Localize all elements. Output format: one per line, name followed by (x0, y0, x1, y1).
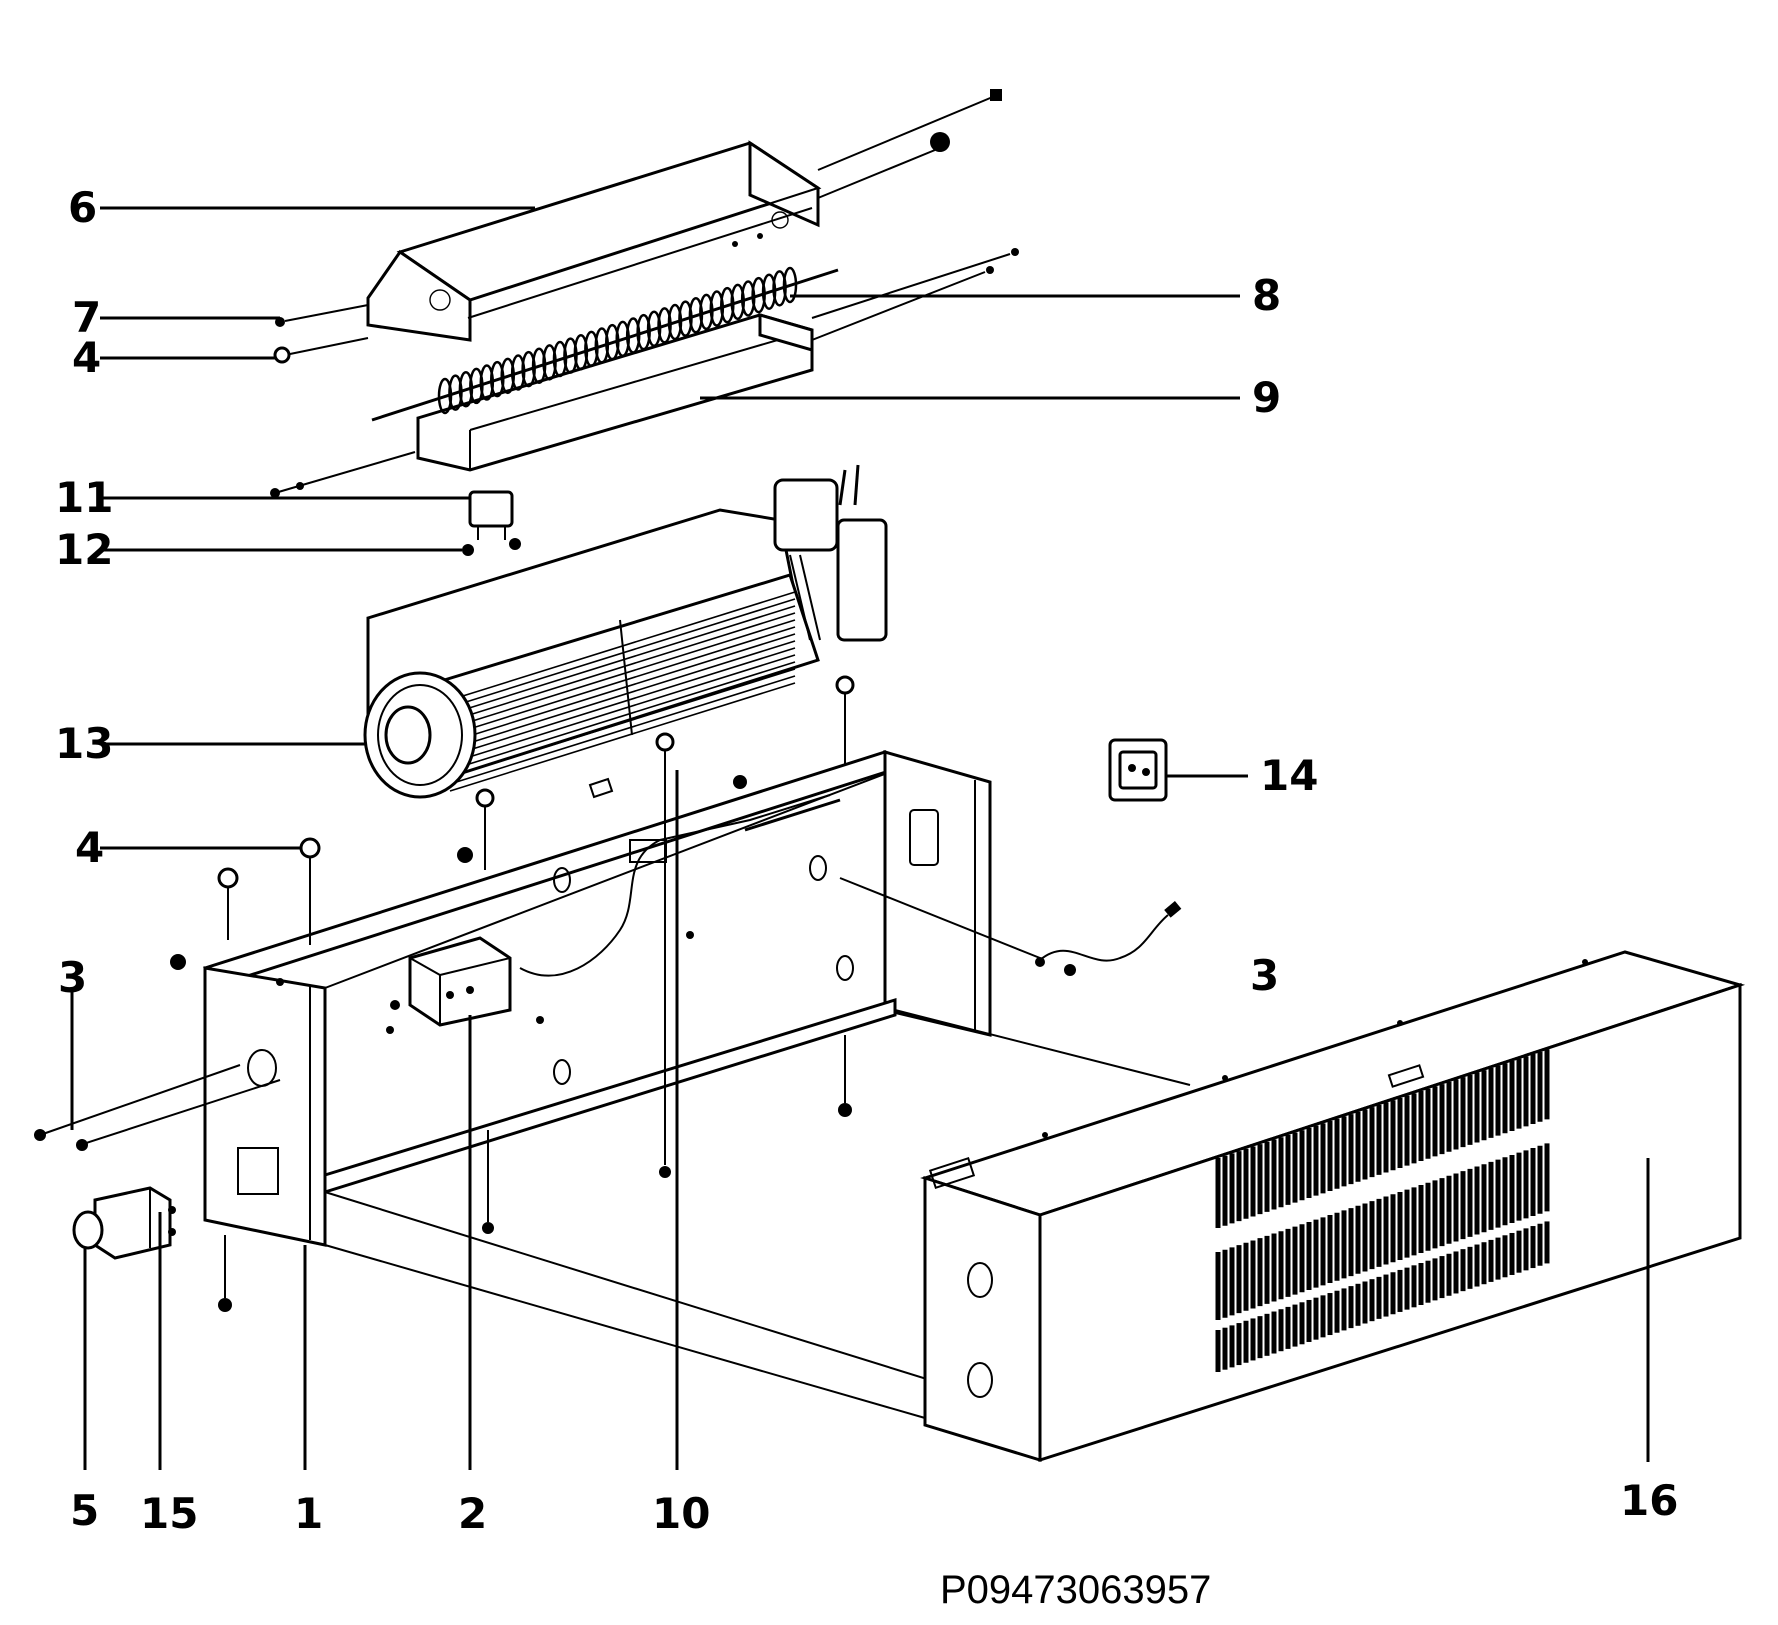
leader-lines (70, 206, 1650, 1470)
callout-9: 9 (1252, 373, 1281, 422)
heating-coil-assembly (270, 248, 1019, 498)
callout-4-top: 4 (72, 333, 101, 382)
callout-15: 15 (140, 1489, 198, 1538)
coil-turns (437, 266, 798, 415)
switch-block (390, 936, 512, 1027)
callout-11: 11 (55, 473, 113, 522)
callout-12: 12 (55, 525, 113, 574)
callout-labels: 6 7 4 8 9 11 12 13 14 4 3 3 5 15 1 2 10 … (55, 183, 1678, 1538)
callout-7: 7 (72, 293, 101, 342)
connector-socket (1108, 738, 1168, 802)
callout-4-left: 4 (75, 823, 104, 872)
callout-16: 16 (1620, 1476, 1678, 1525)
callout-8: 8 (1252, 271, 1281, 320)
callout-3-right: 3 (1250, 951, 1279, 1000)
callout-1: 1 (294, 1489, 323, 1538)
callout-2: 2 (458, 1489, 487, 1538)
part-code: P09473063957 (940, 1568, 1212, 1612)
rocker-switch (72, 1186, 176, 1260)
callout-14: 14 (1260, 751, 1318, 800)
callout-10: 10 (652, 1489, 710, 1538)
fan-blades (449, 591, 796, 792)
callout-5: 5 (70, 1486, 99, 1535)
chassis-screws (170, 675, 855, 1312)
grille-slots (1215, 1049, 1550, 1372)
crossflow-fan (363, 464, 888, 799)
heater-housing (366, 89, 1002, 342)
front-cover (920, 950, 1746, 1463)
thermal-cutout (462, 490, 521, 556)
screw-set-upper (273, 304, 369, 364)
rod-and-cord (34, 877, 1182, 1151)
callout-6: 6 (68, 183, 97, 232)
callout-13: 13 (55, 719, 113, 768)
callout-3-left: 3 (58, 953, 87, 1002)
chassis (203, 750, 1191, 1419)
